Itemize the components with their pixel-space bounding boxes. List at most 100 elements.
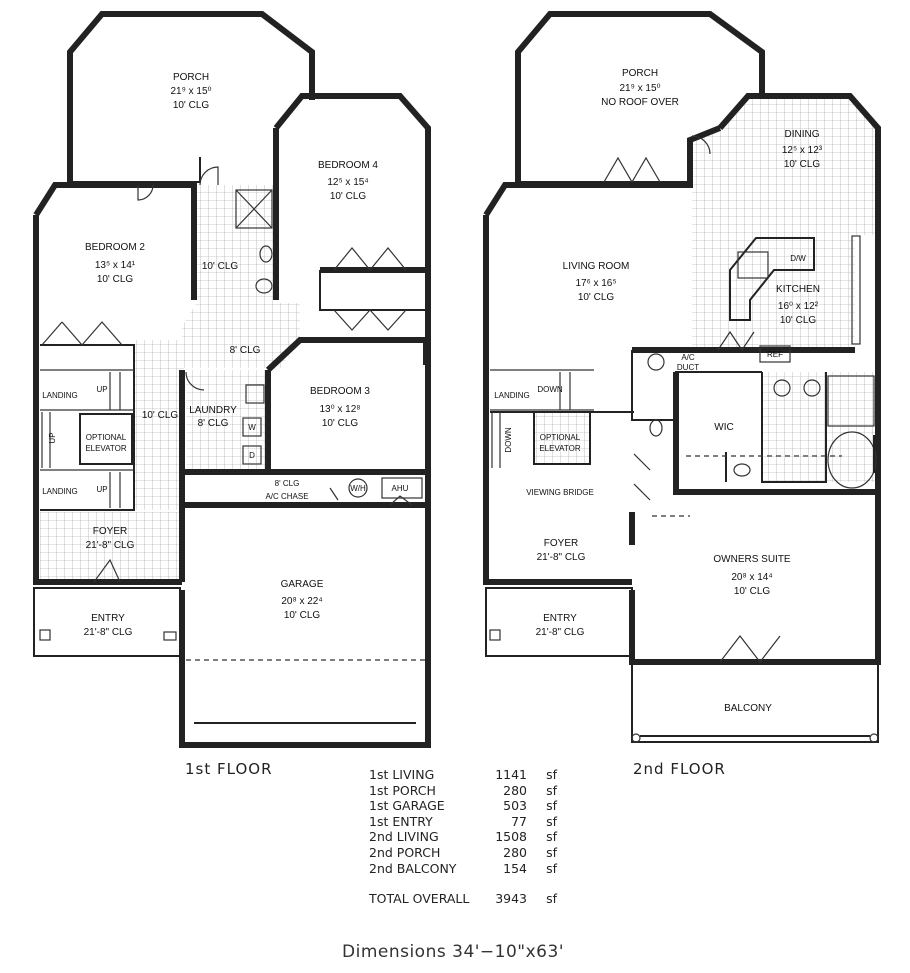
foyer2-clg: 21'-8" CLG xyxy=(537,552,586,563)
kitchen-sink xyxy=(737,251,769,279)
area-unit: sf xyxy=(546,844,557,860)
door-swing xyxy=(137,184,154,201)
stair-hall-tile xyxy=(134,340,184,510)
elevator-box xyxy=(79,413,133,465)
balcony-label: BALCONY xyxy=(724,703,772,714)
entry-box xyxy=(33,587,181,657)
sink xyxy=(255,278,273,294)
water-heater xyxy=(348,478,368,498)
elevator2-line1: OPTIONAL xyxy=(540,433,581,442)
bedroom3-clg: 10' CLG xyxy=(322,418,359,429)
stair-treads xyxy=(40,369,134,508)
closet-doors xyxy=(333,309,407,331)
entry-column-right xyxy=(163,631,177,641)
area-value: 280 xyxy=(503,844,527,860)
second-floor-plan: PORCH 21⁹ x 15⁰ NO ROOF OVER DINING 12⁵ … xyxy=(483,11,881,743)
entry1-clg: 21'-8" CLG xyxy=(84,627,133,638)
entry1-name: ENTRY xyxy=(91,613,125,624)
bedroom4-clg: 10' CLG xyxy=(330,191,367,202)
balcony-box xyxy=(631,661,879,743)
bridge-label: VIEWING BRIDGE xyxy=(526,488,594,497)
porch2-note: NO ROOF OVER xyxy=(601,97,679,108)
living-porch-doors xyxy=(603,156,661,184)
dining-name: DINING xyxy=(785,129,820,140)
down-side-label: DOWN xyxy=(504,427,513,453)
area-name: 1st PORCH xyxy=(369,782,436,798)
first-floor-title: 1st FLOOR xyxy=(185,760,273,778)
bedroom4-name: BEDROOM 4 xyxy=(318,160,378,171)
west-wall xyxy=(33,215,182,585)
bedroom3-north-wall xyxy=(265,337,428,373)
toilet xyxy=(259,245,273,263)
porch2-outline xyxy=(515,11,765,182)
entry-column-left xyxy=(39,629,51,641)
garage-dims: 20⁸ x 22⁴ xyxy=(281,596,322,607)
living-name: LIVING ROOM xyxy=(563,261,630,272)
first-floor-plan: PORCH 21⁹ x 15⁰ 10' CLG BEDROOM 4 12⁵ x … xyxy=(33,11,431,748)
area-unit: sf xyxy=(546,767,557,782)
shower2 xyxy=(827,375,875,427)
stair-box xyxy=(40,344,135,511)
garage-clg: 10' CLG xyxy=(284,610,321,621)
bath-tile xyxy=(196,185,278,303)
living-dims: 17⁶ x 16⁵ xyxy=(575,278,616,289)
bedroom3-dims: 13⁰ x 12⁸ xyxy=(319,404,360,415)
laundry-name: LAUNDRY xyxy=(189,405,237,416)
counter xyxy=(851,235,861,345)
entry2-clg: 21'-8" CLG xyxy=(536,627,585,638)
wh-label: W/H xyxy=(350,484,366,493)
down-top-label: DOWN xyxy=(537,385,563,394)
closet-box xyxy=(319,270,428,311)
bedroom3-name: BEDROOM 3 xyxy=(310,386,370,397)
west-wall-2 xyxy=(483,215,632,585)
landing-top-label: LANDING xyxy=(42,391,78,400)
door-swing xyxy=(185,371,205,391)
duct-box xyxy=(631,350,762,421)
up-top-label: UP xyxy=(96,385,107,394)
bedroom2-dims: 13⁵ x 14¹ xyxy=(95,260,136,271)
closet-doors xyxy=(333,247,407,271)
living-north-wall xyxy=(483,125,722,217)
elevator1-line1: OPTIONAL xyxy=(86,433,127,442)
dryer-label: D xyxy=(249,451,255,460)
total-unit: sf xyxy=(546,891,557,907)
balcony-doors xyxy=(719,635,781,663)
tub xyxy=(827,431,877,489)
vanity-box xyxy=(761,372,827,483)
dw-label: D/W xyxy=(790,254,806,263)
owner-bath-tile xyxy=(762,372,876,482)
wic-wall xyxy=(673,372,880,495)
foyer1-name: FOYER xyxy=(93,526,127,537)
half-bath-toilet xyxy=(649,419,663,437)
bedroom4-dims: 12⁵ x 15⁴ xyxy=(327,177,368,188)
pantry-doors xyxy=(717,330,755,352)
overall-dimensions: Dimensions 34'−10"x63' xyxy=(342,942,564,962)
area-value: 280 xyxy=(503,782,527,798)
sink-right xyxy=(803,379,821,397)
chase-name: A/C CHASE xyxy=(265,492,308,501)
bedroom2-wall xyxy=(33,182,197,300)
stair-hall-clg: 10' CLG xyxy=(142,410,179,421)
porch1-dims: 21⁹ x 15⁰ xyxy=(170,86,211,97)
foyer1-clg: 21'-8" CLG xyxy=(86,540,135,551)
half-bath-sink xyxy=(647,353,665,371)
second-floor-title: 2nd FLOOR xyxy=(633,760,726,778)
shower xyxy=(235,189,273,229)
washer xyxy=(242,417,262,437)
elevator2-box xyxy=(533,411,591,465)
dryer xyxy=(242,445,262,465)
kitchen-island xyxy=(729,237,815,321)
door-swing xyxy=(93,558,121,583)
porch2-name: PORCH xyxy=(622,68,658,79)
stair-treads-2 xyxy=(490,369,594,468)
entry2-name: ENTRY xyxy=(543,613,577,624)
washer-label: W xyxy=(248,423,256,432)
hall-clg: 8' CLG xyxy=(230,345,261,356)
